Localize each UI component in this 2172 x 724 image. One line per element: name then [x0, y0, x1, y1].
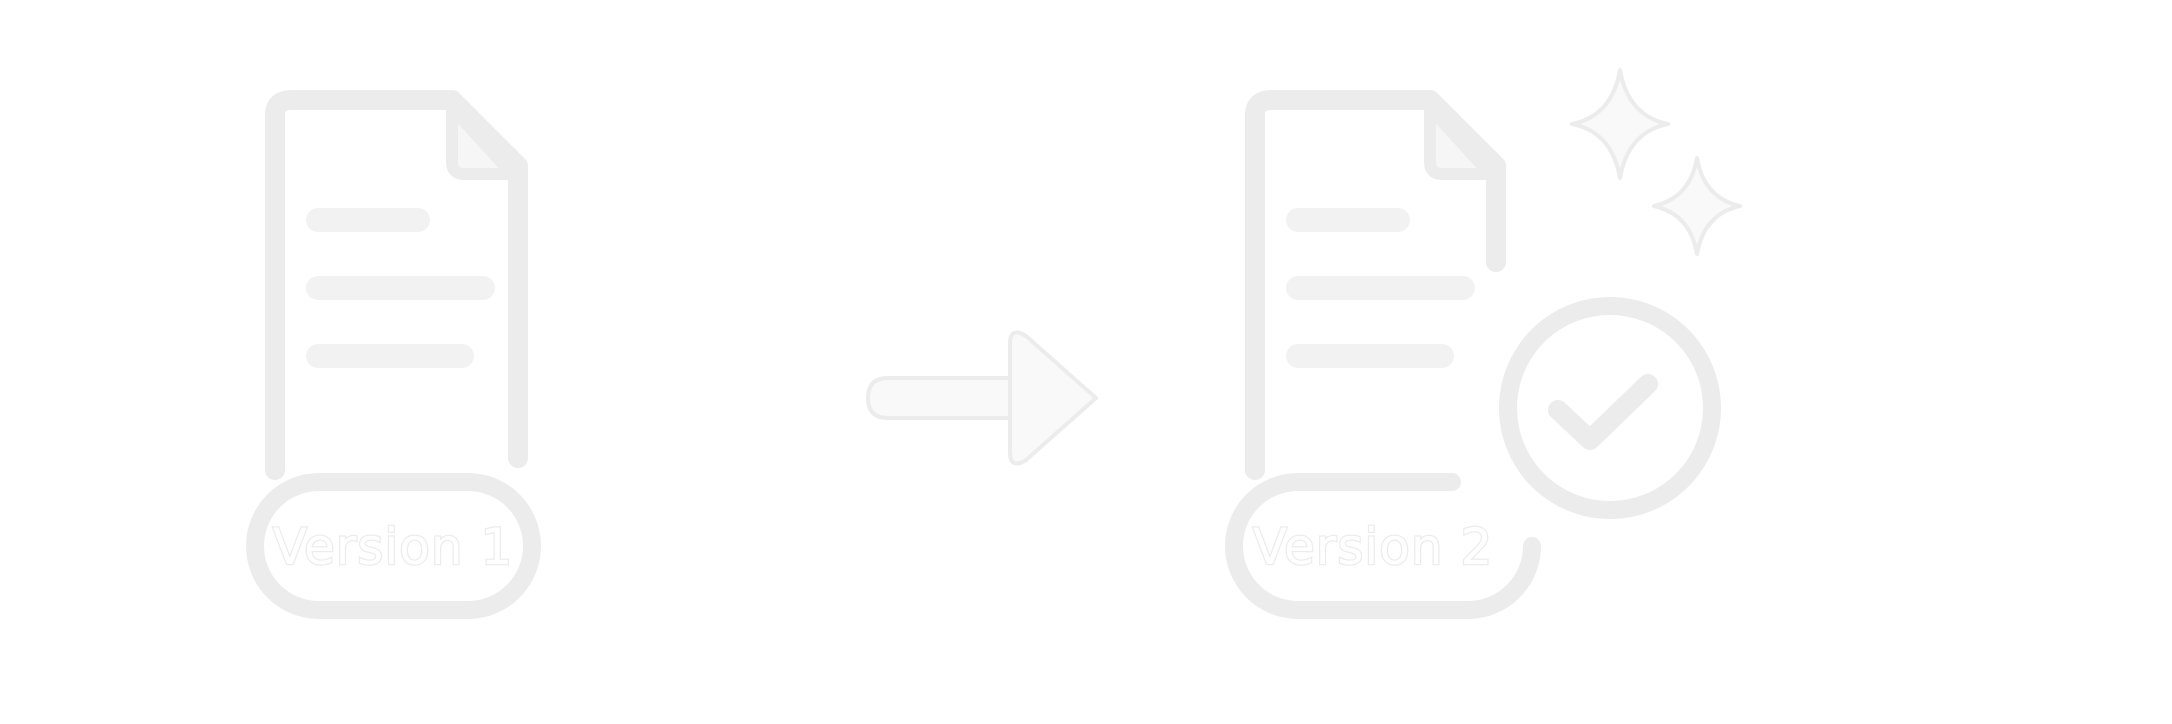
version-2-badge — [1225, 473, 1541, 619]
arrow-right-icon — [866, 330, 1098, 466]
arrow-shaft — [866, 376, 1012, 420]
document-v2-page — [1245, 90, 1506, 272]
document-v1: Version 1 — [246, 90, 541, 619]
checkmark-icon — [1548, 374, 1658, 450]
sparkle-icon-large — [1570, 68, 1670, 180]
arrow-head — [1008, 330, 1098, 466]
document-v1-corner-fold — [446, 102, 518, 180]
version-2-label: Version 2 — [1253, 518, 1494, 576]
version-1-badge — [246, 473, 541, 619]
version-1-label: Version 1 — [273, 518, 514, 576]
check-circle-icon — [1499, 297, 1721, 519]
document-v2-corner-fold — [1424, 102, 1496, 180]
sparkle-icon-small — [1652, 156, 1742, 256]
document-v2: Version 2 — [1225, 68, 1742, 619]
